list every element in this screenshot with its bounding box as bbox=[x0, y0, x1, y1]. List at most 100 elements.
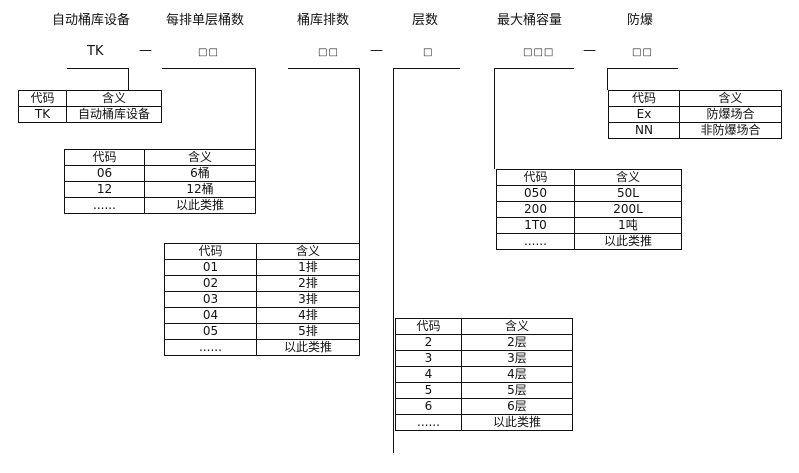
table-row: 5 5层 bbox=[395, 382, 573, 399]
cell-meaning: 6桶 bbox=[144, 165, 256, 182]
header-meaning: 含义 bbox=[66, 90, 162, 107]
cell-code: 6 bbox=[395, 398, 462, 415]
cell-meaning: 5层 bbox=[461, 382, 573, 399]
connector-layers bbox=[393, 68, 394, 453]
cell-meaning: 2层 bbox=[461, 334, 573, 351]
table-capacity: 代码 含义 050 50L 200 200L 1T0 1吨 ...... 以此类… bbox=[496, 169, 682, 250]
cell-meaning: 防爆场合 bbox=[679, 106, 782, 123]
underline-explosion bbox=[607, 68, 678, 69]
cell-code: NN bbox=[608, 122, 680, 139]
cell-meaning: 3层 bbox=[461, 350, 573, 367]
table-header-row: 代码 含义 bbox=[164, 243, 360, 260]
cell-code: 01 bbox=[164, 259, 257, 276]
cell-meaning: 5排 bbox=[256, 323, 360, 340]
cell-meaning: 以此类推 bbox=[256, 339, 360, 356]
table-row: 06 6桶 bbox=[64, 165, 256, 182]
table-row: ...... 以此类推 bbox=[164, 339, 360, 356]
cell-meaning: 2排 bbox=[256, 275, 360, 292]
underline-device bbox=[67, 68, 129, 69]
cell-code: ...... bbox=[164, 339, 257, 356]
connector-capacity bbox=[494, 68, 495, 169]
table-header-row: 代码 含义 bbox=[64, 149, 256, 166]
cell-code: 200 bbox=[496, 201, 575, 218]
cell-meaning: 1排 bbox=[256, 259, 360, 276]
cell-code: TK bbox=[18, 106, 67, 123]
placeholder-explosion: □□ bbox=[632, 47, 653, 58]
table-row: 6 6层 bbox=[395, 398, 573, 415]
connector-device bbox=[128, 68, 129, 90]
header-code: 代码 bbox=[164, 243, 257, 260]
cell-meaning: 50L bbox=[574, 185, 682, 202]
cell-meaning: 12桶 bbox=[144, 181, 256, 198]
table-header-row: 代码 含义 bbox=[18, 90, 162, 107]
cell-meaning: 自动桶库设备 bbox=[66, 106, 162, 123]
cell-code: 04 bbox=[164, 307, 257, 324]
placeholder-layers: □ bbox=[423, 47, 434, 58]
table-row: 3 3层 bbox=[395, 350, 573, 367]
placeholder-capacity: □□□ bbox=[523, 47, 555, 58]
placeholder-buckets: □□ bbox=[198, 47, 219, 58]
cell-code: Ex bbox=[608, 106, 680, 123]
header-meaning: 含义 bbox=[461, 318, 573, 335]
cell-code: 1T0 bbox=[496, 217, 575, 234]
label-buckets-per-row: 每排单层桶数 bbox=[166, 13, 245, 28]
table-device: 代码 含义 TK 自动桶库设备 bbox=[18, 90, 162, 123]
header-code: 代码 bbox=[608, 90, 680, 107]
table-row: 04 4排 bbox=[164, 307, 360, 324]
cell-meaning: 1吨 bbox=[574, 217, 682, 234]
underline-layers bbox=[393, 68, 460, 69]
cell-code: 5 bbox=[395, 382, 462, 399]
cell-meaning: 以此类推 bbox=[461, 414, 573, 431]
cell-code: 4 bbox=[395, 366, 462, 383]
table-row: 01 1排 bbox=[164, 259, 360, 276]
table-header-row: 代码 含义 bbox=[496, 169, 682, 186]
cell-meaning: 3排 bbox=[256, 291, 360, 308]
header-code: 代码 bbox=[18, 90, 67, 107]
table-row: TK 自动桶库设备 bbox=[18, 106, 162, 123]
table-explosion: 代码 含义 Ex 防爆场合 NN 非防爆场合 bbox=[608, 90, 782, 139]
label-capacity: 最大桶容量 bbox=[497, 13, 563, 28]
table-row: ...... 以此类推 bbox=[64, 197, 256, 214]
table-row: ...... 以此类推 bbox=[496, 233, 682, 250]
cell-code: ...... bbox=[64, 197, 145, 214]
header-code: 代码 bbox=[64, 149, 145, 166]
underline-rows bbox=[288, 68, 360, 69]
label-explosion: 防爆 bbox=[627, 13, 654, 28]
label-device: 自动桶库设备 bbox=[52, 13, 131, 28]
cell-code: 12 bbox=[64, 181, 145, 198]
code-prefix: TK bbox=[87, 44, 104, 59]
table-row: 03 3排 bbox=[164, 291, 360, 308]
table-row: ...... 以此类推 bbox=[395, 414, 573, 431]
separator-3: — bbox=[583, 43, 596, 58]
table-row: 02 2排 bbox=[164, 275, 360, 292]
table-header-row: 代码 含义 bbox=[608, 90, 782, 107]
table-row: 12 12桶 bbox=[64, 181, 256, 198]
table-row: 200 200L bbox=[496, 201, 682, 218]
header-meaning: 含义 bbox=[574, 169, 682, 186]
table-header-row: 代码 含义 bbox=[395, 318, 573, 335]
cell-meaning: 4排 bbox=[256, 307, 360, 324]
connector-rows bbox=[359, 68, 360, 243]
label-layers: 层数 bbox=[412, 13, 439, 28]
placeholder-rows: □□ bbox=[318, 47, 339, 58]
label-rows: 桶库排数 bbox=[297, 13, 350, 28]
cell-code: ...... bbox=[496, 233, 575, 250]
header-meaning: 含义 bbox=[679, 90, 782, 107]
cell-code: 05 bbox=[164, 323, 257, 340]
cell-meaning: 200L bbox=[574, 201, 682, 218]
cell-meaning: 6层 bbox=[461, 398, 573, 415]
underline-buckets bbox=[162, 68, 255, 69]
table-row: 05 5排 bbox=[164, 323, 360, 340]
cell-code: 2 bbox=[395, 334, 462, 351]
table-row: 050 50L bbox=[496, 185, 682, 202]
cell-meaning: 4层 bbox=[461, 366, 573, 383]
table-row: Ex 防爆场合 bbox=[608, 106, 782, 123]
table-row: 1T0 1吨 bbox=[496, 217, 682, 234]
underline-capacity bbox=[494, 68, 574, 69]
cell-meaning: 以此类推 bbox=[144, 197, 256, 214]
separator-2: — bbox=[370, 43, 383, 58]
table-row: NN 非防爆场合 bbox=[608, 122, 782, 139]
header-meaning: 含义 bbox=[256, 243, 360, 260]
table-row: 2 2层 bbox=[395, 334, 573, 351]
